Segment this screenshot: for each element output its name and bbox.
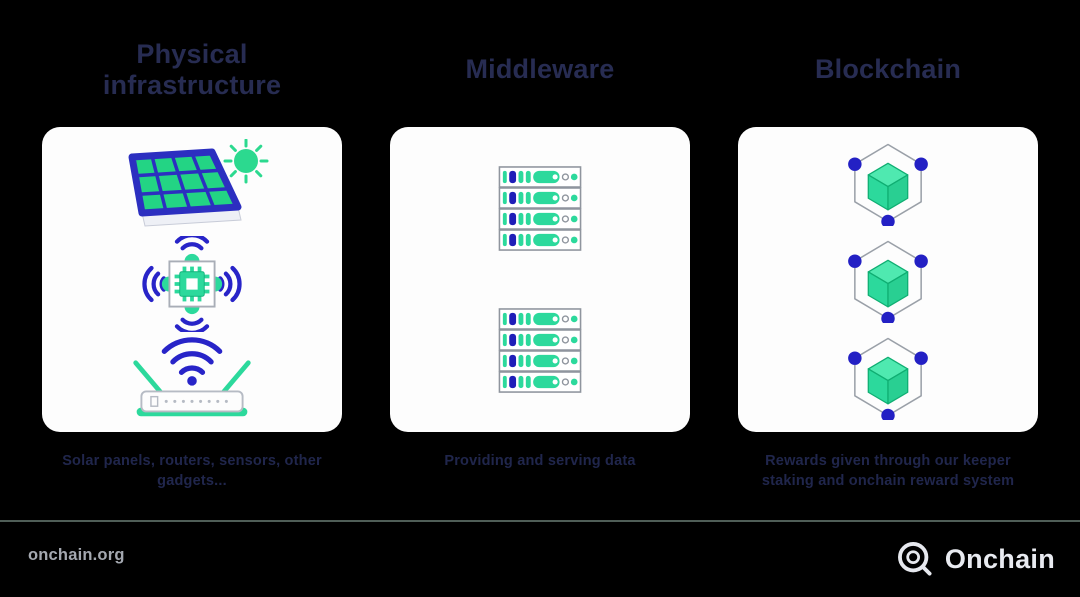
blockchain-node-icon xyxy=(843,237,933,323)
onchain-logo-icon xyxy=(894,538,936,580)
iot-sensor-chip-icon xyxy=(128,235,256,332)
column-caption: Rewards given through our keeper staking… xyxy=(761,453,1015,490)
column-title: Blockchain xyxy=(814,54,962,85)
server-rack-icon xyxy=(497,165,583,253)
physical-infrastructure-card xyxy=(42,127,342,432)
column-caption: Solar panels, routers, sensors, other ga… xyxy=(62,453,322,490)
blockchain-card xyxy=(738,127,1038,432)
footer-brand-name: Onchain xyxy=(944,543,1055,574)
column-physical-infrastructure: Physical infrastructure xyxy=(42,0,342,597)
server-rack-icon xyxy=(497,307,583,395)
blockchain-node-icon xyxy=(843,334,933,420)
footer-divider xyxy=(0,520,1080,522)
middleware-card xyxy=(390,127,690,432)
footer-brand: Onchain xyxy=(894,536,1055,582)
column-title: Physical infrastructure xyxy=(102,38,282,100)
column-title: Middleware xyxy=(465,54,615,85)
column-caption: Providing and serving data xyxy=(444,453,636,469)
column-blockchain: Blockchain xyxy=(738,0,1038,597)
blockchain-node-icon xyxy=(843,140,933,226)
footer-site-url: onchain.org xyxy=(28,546,125,564)
column-middleware: Middleware xyxy=(390,0,690,597)
solar-panel-icon xyxy=(108,138,276,231)
wifi-router-icon xyxy=(117,336,267,421)
